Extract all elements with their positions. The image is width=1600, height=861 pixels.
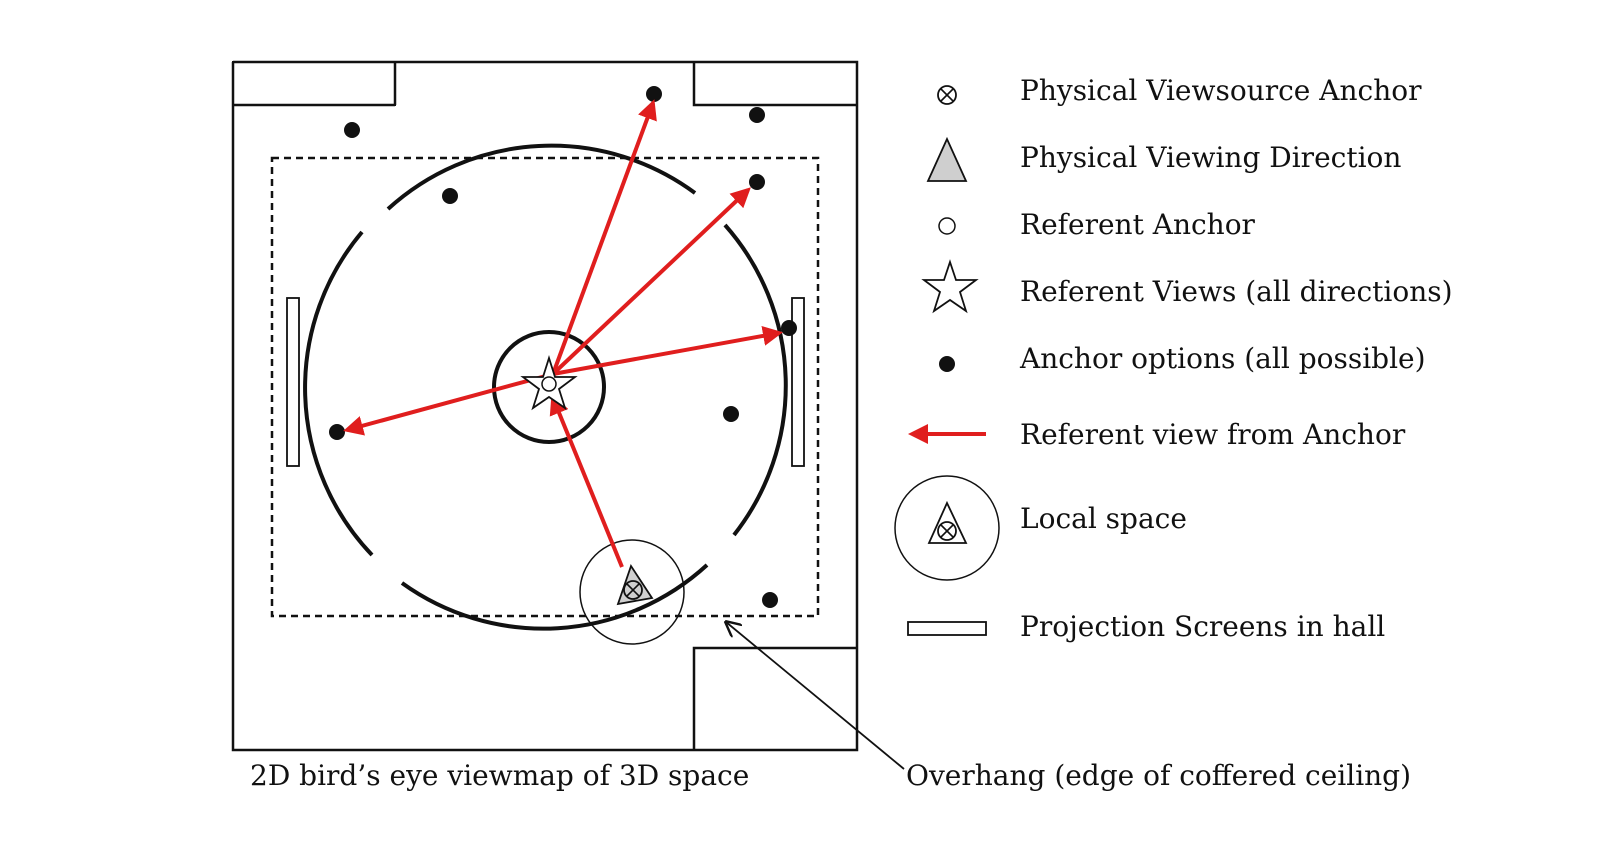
physical-viewer <box>616 563 654 606</box>
legend-filled-dot-icon <box>939 356 955 372</box>
legend-local-space-icon <box>894 475 1000 581</box>
arrow-to-upper-right <box>551 187 751 376</box>
anchor-dot <box>442 188 458 204</box>
legend-circle-cross-icon <box>937 85 957 105</box>
overhang-caption: Overhang (edge of coffered ceiling) <box>906 759 1411 792</box>
room-outline <box>232 61 396 106</box>
anchor-dot <box>762 592 778 608</box>
large-circle <box>303 143 788 631</box>
legend-label-referent-anchor: Referent Anchor <box>1020 208 1256 241</box>
room-map <box>231 60 905 770</box>
anchor-dot <box>329 424 345 440</box>
map-caption: 2D bird’s eye viewmap of 3D space <box>250 759 749 792</box>
anchor-dot <box>781 320 797 336</box>
arrow-from-local-space <box>549 394 624 568</box>
arrow-to-right <box>552 326 783 376</box>
overhang-pointer <box>726 622 905 770</box>
legend-triangle-icon <box>926 136 968 182</box>
legend-small-circle-icon <box>938 217 956 235</box>
anchor-dot <box>646 86 662 102</box>
legend-label-anchor-options: Anchor options (all possible) <box>1019 342 1426 375</box>
overhang-edge <box>270 156 820 618</box>
legend-label-direction: Physical Viewing Direction <box>1020 141 1401 174</box>
anchor-dot <box>344 122 360 138</box>
arrow-to-top <box>551 99 657 375</box>
anchor-dot <box>723 406 739 422</box>
legend-label-referent-views: Referent Views (all directions) <box>1020 275 1453 308</box>
referent-anchor-icon <box>541 376 557 392</box>
anchor-dot <box>749 107 765 123</box>
bottom-notch <box>693 647 858 751</box>
legend-star-icon <box>921 259 979 314</box>
legend-label-referent-view: Referent view from Anchor <box>1020 418 1406 451</box>
legend-label-viewsource: Physical Viewsource Anchor <box>1020 74 1422 107</box>
room-walls <box>231 60 859 752</box>
legend-label-screens: Projection Screens in hall <box>1020 610 1385 643</box>
legend-label-local-space: Local space <box>1020 502 1187 535</box>
inner-circle <box>492 330 606 444</box>
arrow-to-left <box>343 372 554 436</box>
referent-star <box>520 355 578 411</box>
local-space-circle <box>579 539 685 645</box>
legend-rectangle-icon <box>907 621 987 636</box>
anchor-dot <box>749 174 765 190</box>
projection-screen-left <box>286 297 300 467</box>
legend: Physical Viewsource Anchor Physical View… <box>894 74 1453 643</box>
circle-cross-icon <box>623 580 643 600</box>
referent-view-arrows <box>343 99 783 568</box>
projection-screen-right <box>791 297 805 467</box>
anchor-options <box>329 86 797 608</box>
